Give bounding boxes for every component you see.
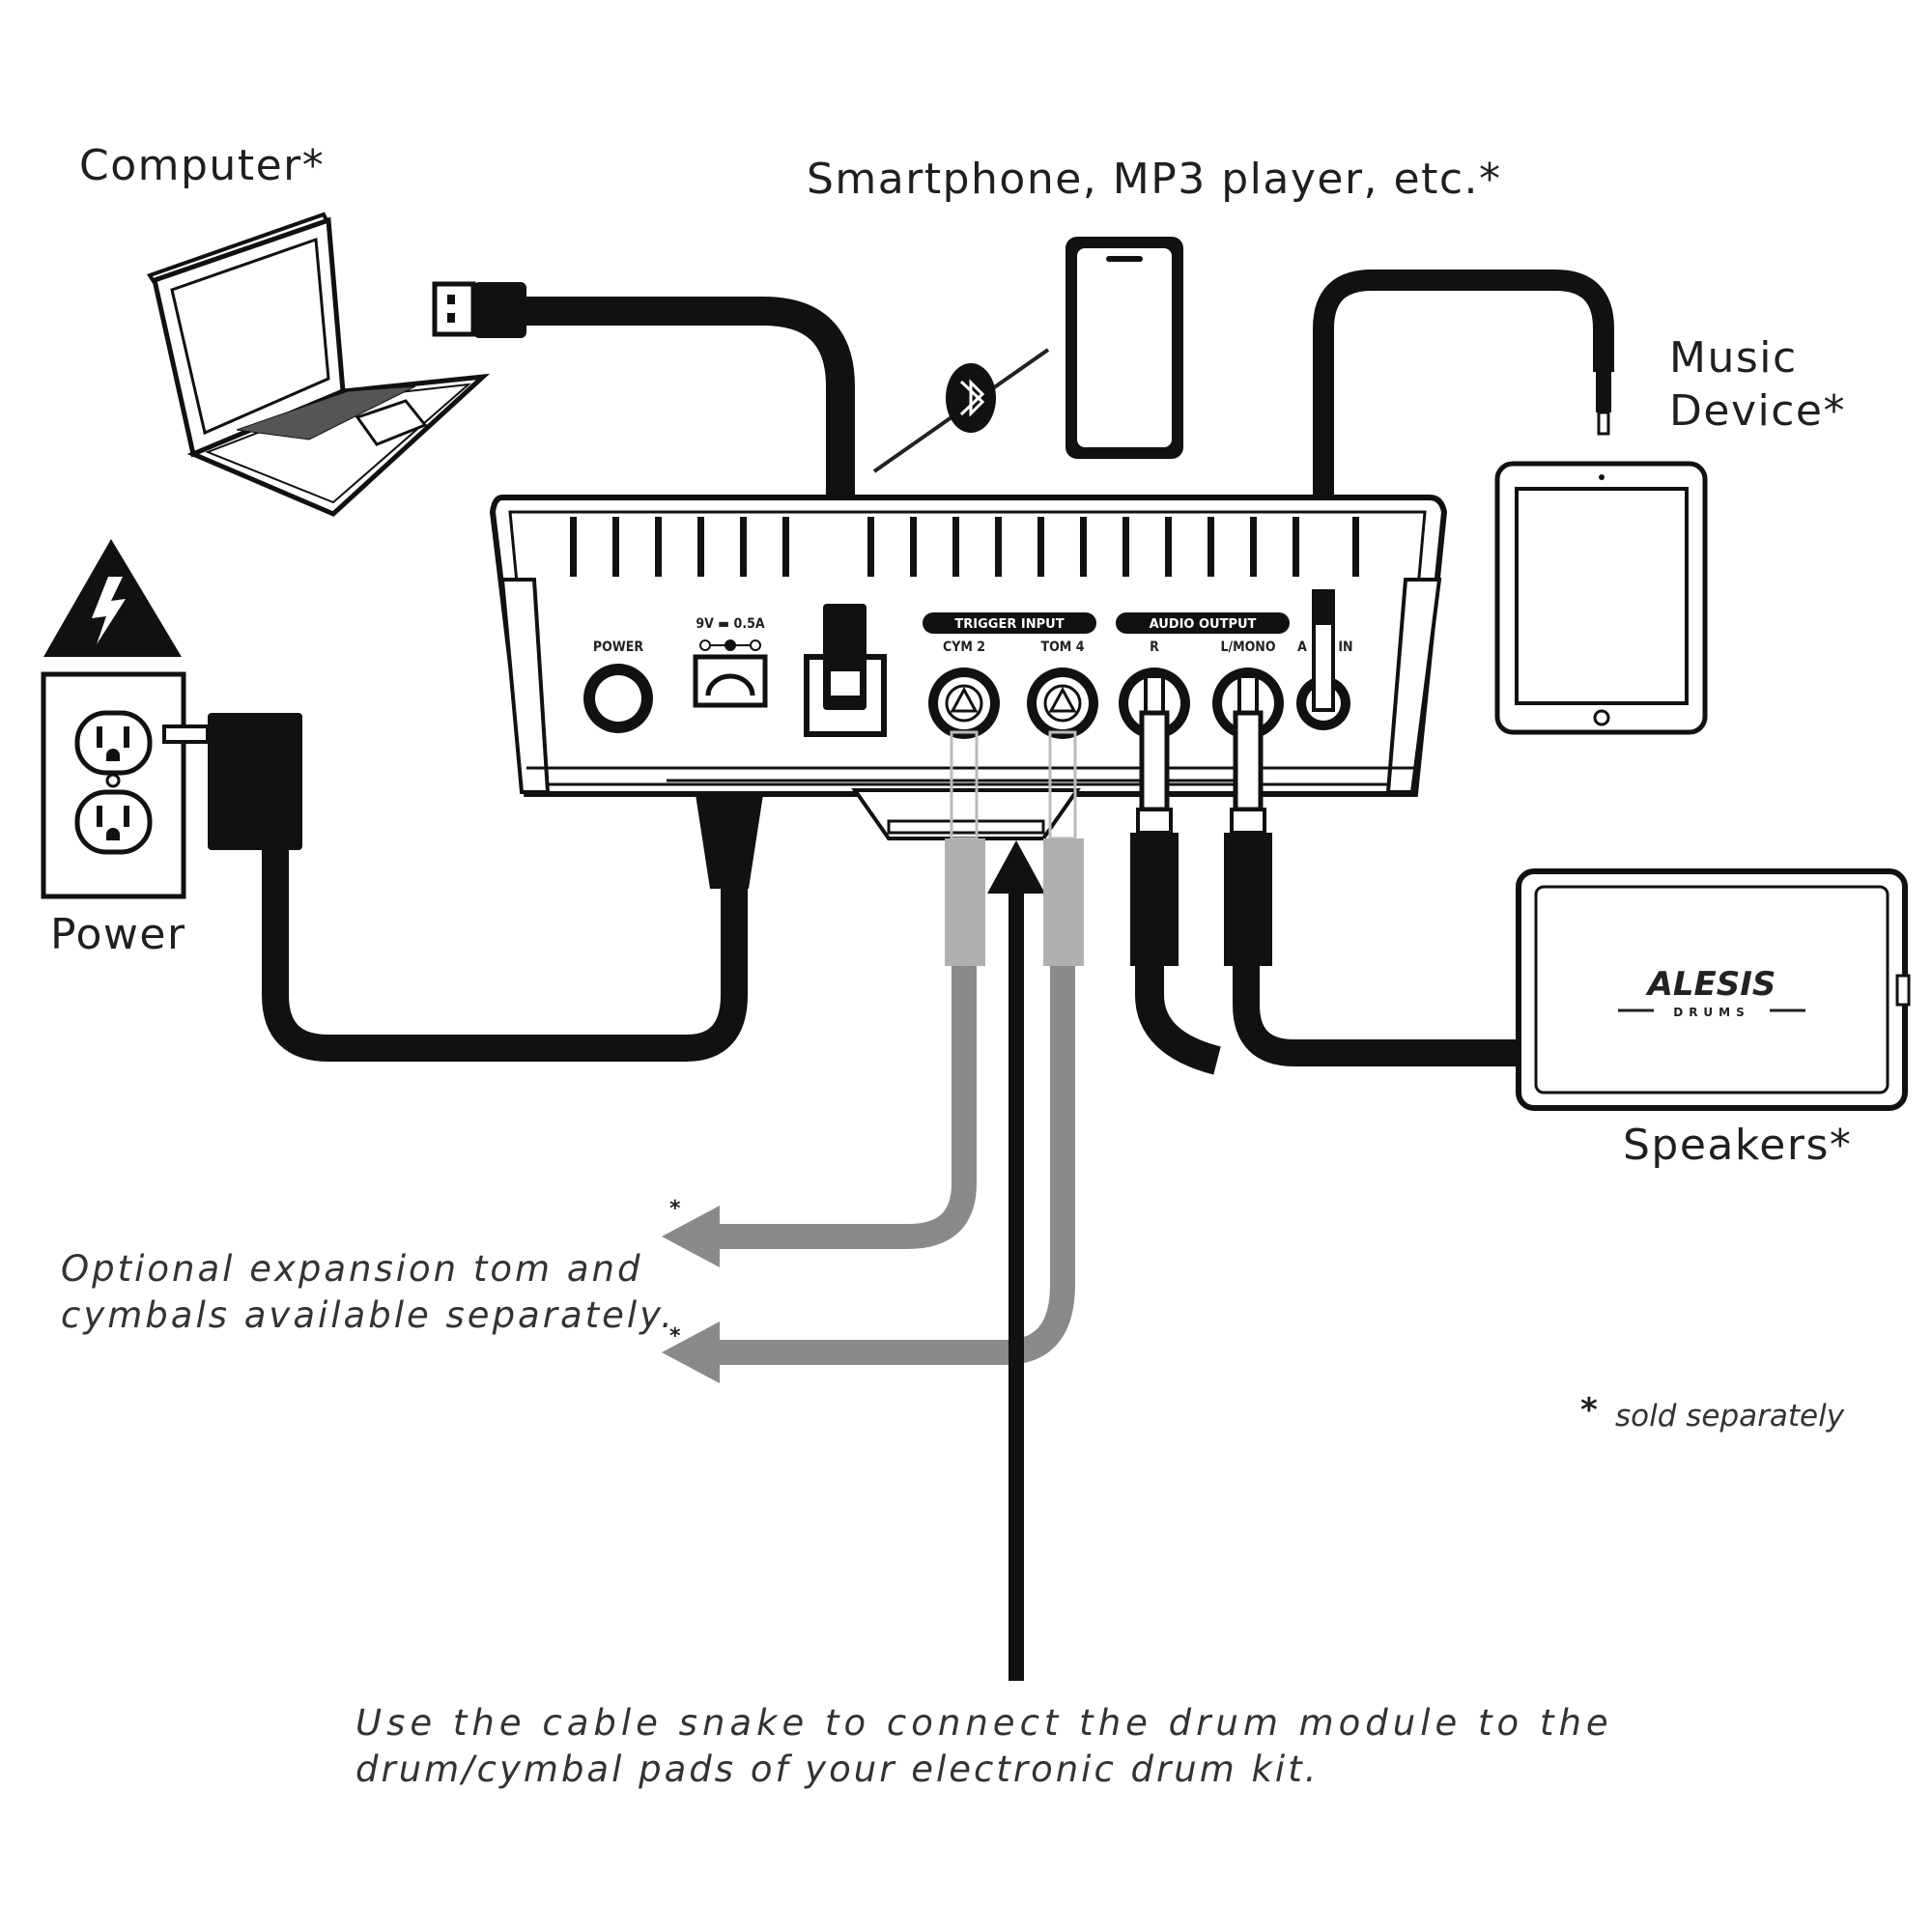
aux-cable bbox=[1313, 270, 1614, 638]
aux-plug-top bbox=[1596, 372, 1611, 436]
output-lmono-jack bbox=[1212, 668, 1284, 739]
panel-tom4-label: TOM 4 bbox=[1041, 639, 1085, 655]
cable-snake-arrow-head bbox=[987, 840, 1045, 894]
cable-snake-note-line2: drum/cymbal pads of your electronic drum… bbox=[355, 1748, 1320, 1790]
dc-jack bbox=[693, 639, 768, 708]
cym2-cable bbox=[710, 966, 977, 1249]
usb-port bbox=[804, 604, 887, 737]
power-button bbox=[583, 664, 653, 733]
vent-slots bbox=[570, 517, 1359, 577]
cym2-jack bbox=[928, 668, 1000, 739]
arrow-expansion-2 bbox=[662, 1321, 720, 1383]
tom4-jack bbox=[1027, 668, 1098, 739]
speaker-cable bbox=[1233, 956, 1536, 1066]
brand-logo: ALESIS bbox=[1645, 965, 1776, 1004]
audio-cable-r bbox=[1135, 956, 1222, 1075]
asterisk-expansion-1: * bbox=[669, 1197, 681, 1221]
panel-trigger-input: TRIGGER INPUT bbox=[954, 617, 1064, 632]
music-device-label-line2: Device* bbox=[1669, 386, 1846, 436]
panel-power-label: POWER bbox=[593, 639, 643, 655]
high-voltage-icon bbox=[43, 539, 182, 657]
arrow-expansion-1 bbox=[662, 1206, 720, 1267]
power-label: Power bbox=[50, 910, 186, 959]
smartphone-label: Smartphone, MP3 player, etc.* bbox=[807, 155, 1502, 204]
sold-separately-asterisk: * bbox=[1580, 1391, 1598, 1430]
usb-plug-icon bbox=[432, 281, 526, 338]
drum-module bbox=[489, 495, 1448, 840]
audio-plugs bbox=[1130, 710, 1272, 966]
speakers-label: Speakers* bbox=[1623, 1121, 1853, 1170]
panel-lmono-label: L/MONO bbox=[1220, 639, 1275, 655]
music-device-label-line1: Music bbox=[1669, 333, 1798, 383]
asterisk-expansion-2: * bbox=[669, 1324, 681, 1349]
power-adapter bbox=[162, 713, 302, 850]
panel-cym2-label: CYM 2 bbox=[943, 639, 985, 655]
laptop-icon bbox=[146, 212, 491, 517]
speaker-icon: ALESIS DRUMS bbox=[1516, 868, 1911, 1111]
smartphone-icon bbox=[1065, 237, 1183, 459]
sold-separately-note: sold separately bbox=[1615, 1399, 1845, 1434]
usb-cable bbox=[522, 297, 855, 667]
bluetooth-icon bbox=[946, 363, 996, 433]
panel-dc-rating: 9V ▬ 0.5A bbox=[696, 616, 764, 632]
cable-snake-note-line1: Use the cable snake to connect the drum … bbox=[355, 1702, 1613, 1744]
panel-r-label: R bbox=[1150, 639, 1159, 655]
wall-outlet-icon bbox=[41, 671, 186, 899]
panel-aux-in-label: IN bbox=[1338, 639, 1352, 655]
power-cable bbox=[262, 850, 748, 1062]
panel-aux-a-label: A bbox=[1297, 639, 1307, 655]
tablet-icon bbox=[1494, 461, 1708, 735]
panel-audio-output: AUDIO OUTPUT bbox=[1150, 617, 1257, 632]
expansion-note-line2: cymbals available separately. bbox=[61, 1294, 675, 1336]
brand-sub: DRUMS bbox=[1673, 1006, 1750, 1019]
expansion-note-line1: Optional expansion tom and bbox=[61, 1248, 643, 1290]
computer-label: Computer* bbox=[79, 141, 326, 190]
aux-in-jack bbox=[1296, 589, 1350, 730]
